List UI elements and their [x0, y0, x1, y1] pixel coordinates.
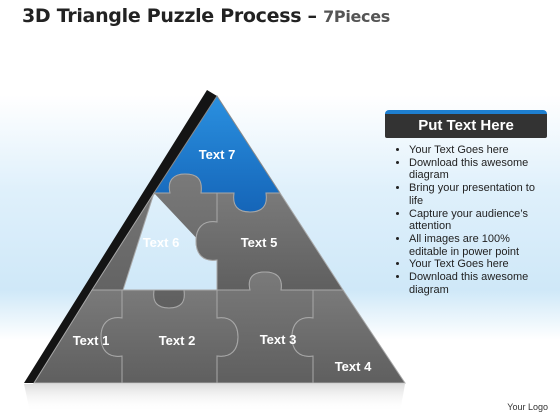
bullet-item: Download this awesome diagram [409, 157, 547, 182]
piece-label-3: Text 3 [260, 332, 297, 347]
piece-label-4: Text 4 [335, 359, 372, 374]
panel-header: Put Text Here [385, 110, 547, 138]
puzzle-piece-4[interactable] [291, 289, 406, 384]
page-title: 3D Triangle Puzzle Process – 7Pieces [22, 5, 390, 27]
piece-label-5: Text 5 [241, 235, 278, 250]
title-sub: 7Pieces [323, 7, 391, 26]
logo-placeholder: Your Logo [507, 402, 548, 412]
bullet-item: Your Text Goes here [409, 258, 547, 271]
bullet-item: Bring your presentation to life [409, 182, 547, 207]
title-main: 3D Triangle Puzzle Process – [22, 5, 324, 27]
bullet-item: Download this awesome diagram [409, 271, 547, 296]
bullet-item: Capture your audience’s attention [409, 208, 547, 233]
piece-label-2: Text 2 [159, 333, 196, 348]
piece-label-6: Text 6 [143, 235, 180, 250]
pyramid-reflection [24, 384, 405, 412]
bullet-item: Your Text Goes here [409, 144, 547, 157]
bullet-list: Your Text Goes here Download this awesom… [385, 144, 547, 296]
piece-label-1: Text 1 [73, 333, 110, 348]
bullet-item: All images are 100% editable in power po… [409, 233, 547, 258]
piece-label-7: Text 7 [199, 147, 236, 162]
pyramid-side-face [24, 90, 217, 383]
text-panel: Put Text Here Your Text Goes here Downlo… [385, 110, 547, 296]
